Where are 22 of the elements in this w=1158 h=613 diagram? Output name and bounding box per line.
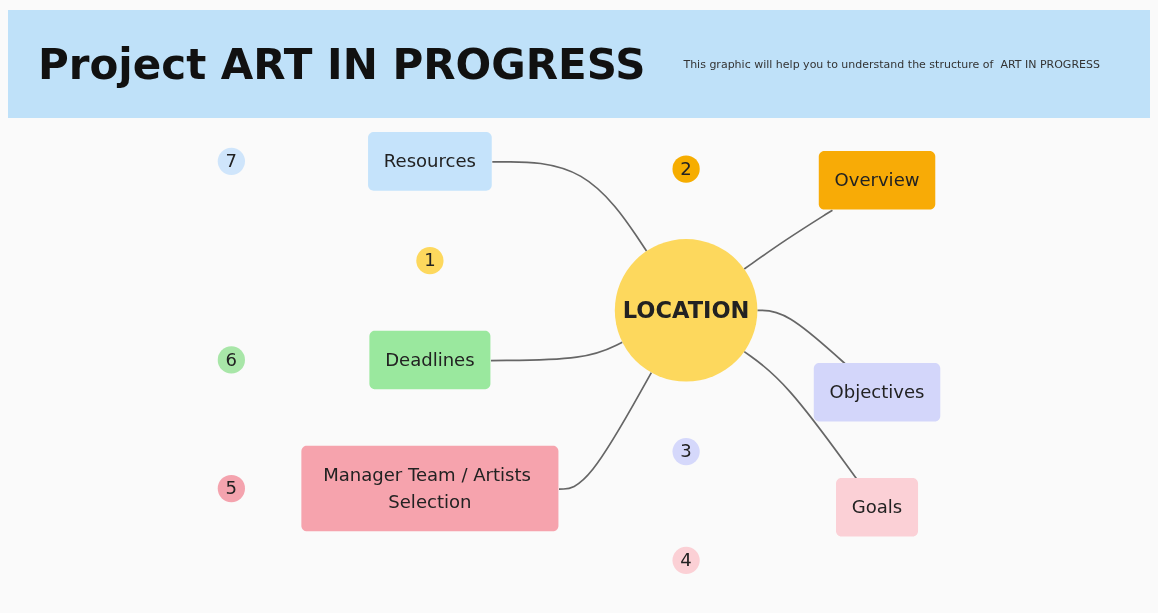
- node-box: Objectives: [813, 362, 941, 422]
- subtitle: This graphic will help you to understand the structure of ART IN PROGRESS: [683, 57, 1100, 71]
- node-circle: 5: [217, 474, 245, 503]
- node-circle: 1: [416, 247, 444, 275]
- node-box: Goals: [836, 477, 919, 537]
- title: Project ART IN PROGRESS: [38, 39, 646, 89]
- connector: [491, 160, 648, 252]
- node-circle: 4: [672, 546, 700, 574]
- node-circle: 2: [672, 155, 700, 183]
- node-box: Resources: [368, 132, 492, 191]
- node-circle: LOCATION: [614, 239, 758, 382]
- node-box: Overview: [818, 151, 936, 210]
- node-circle: 7: [217, 147, 245, 175]
- connector: [743, 209, 834, 270]
- connector: [558, 371, 653, 490]
- connector: [490, 341, 624, 362]
- node-circle: 3: [672, 438, 700, 466]
- connector: [756, 309, 846, 365]
- connector: [743, 350, 858, 480]
- node-circle: 6: [217, 346, 245, 374]
- node-box: Deadlines: [369, 330, 491, 390]
- node-box: Manager Team / Artists Selection: [301, 445, 559, 532]
